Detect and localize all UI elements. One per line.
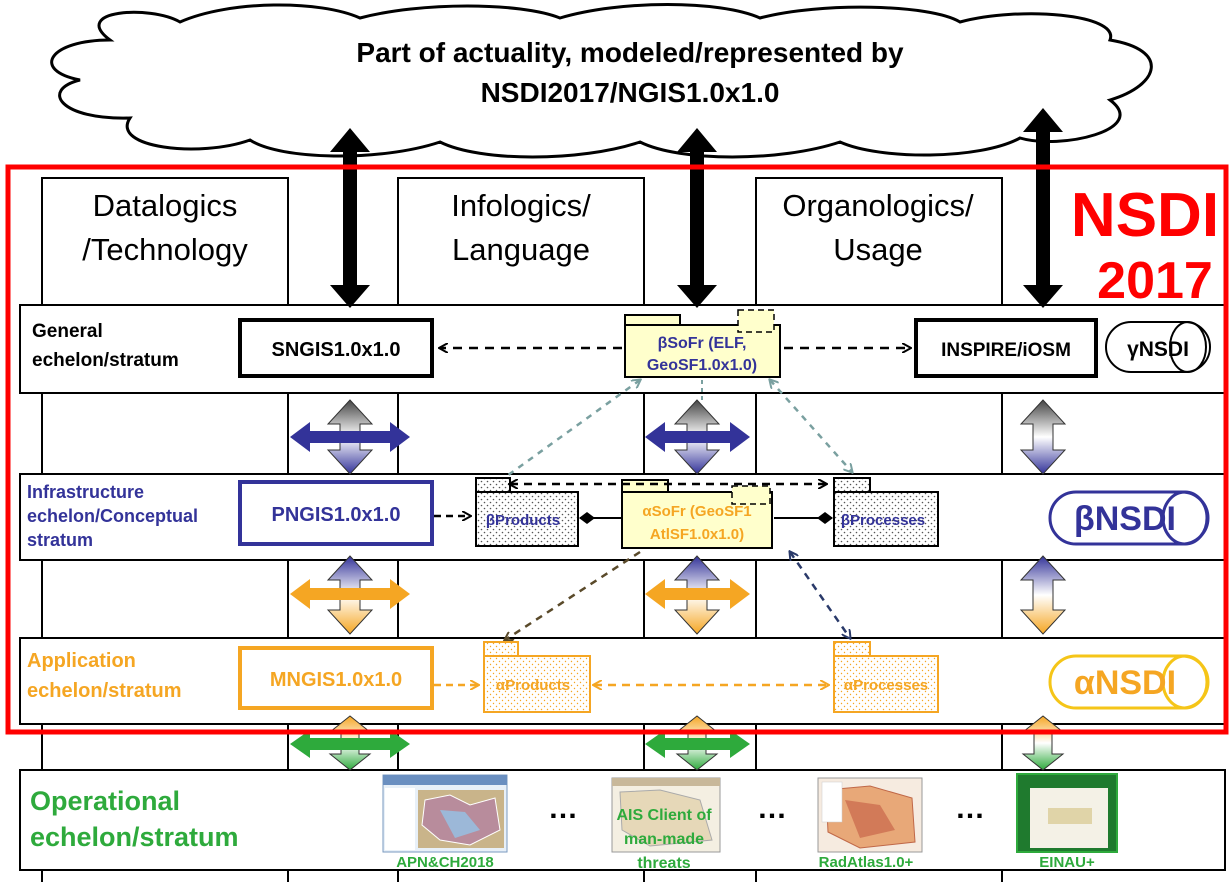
app-label-line1: Application xyxy=(27,650,136,672)
ellipsis-2: … xyxy=(757,792,787,825)
alpha-products-label: αProducts xyxy=(496,677,570,694)
arrow-infra-app-datalogics xyxy=(290,555,410,635)
pngis-box xyxy=(238,480,434,546)
arrow-cloud-infologics xyxy=(677,128,717,308)
beta-products-folder xyxy=(475,477,579,547)
actuality-cloud xyxy=(50,3,1153,159)
alpha-nsdi-badge xyxy=(1048,654,1210,710)
apn-caption: APN&CH2018 xyxy=(396,854,494,871)
einau-thumbnail xyxy=(1016,773,1118,853)
inspire-label: INSPIRE/iOSM xyxy=(941,340,1071,361)
column-datalogics-title: Datalogics xyxy=(93,188,238,223)
gamma-nsdi-label: γNSDI xyxy=(1127,338,1189,361)
arrow-cloud-organologics xyxy=(1023,108,1063,308)
arrow-infra-app-infologics xyxy=(645,555,750,635)
alpha-products-folder xyxy=(483,641,591,713)
pngis-label: PNGIS1.0x1.0 xyxy=(272,504,401,526)
cloud-title-line2: NSDI2017/NGIS1.0x1.0 xyxy=(481,77,780,108)
arrow-general-infra-infologics xyxy=(645,399,750,475)
infra-label-line3: stratum xyxy=(27,530,93,550)
column-datalogics-subtitle: /Technology xyxy=(82,232,248,267)
infra-label-line2: echelon/Conceptual xyxy=(27,506,198,526)
column-infologics-title: Infologics/ xyxy=(451,188,591,223)
arrow-asofr-aproducts xyxy=(505,550,641,640)
alpha-sofr-line1: αSoFr (GeoSF1 xyxy=(642,503,751,520)
alpha-sofr-line2: AtlSF1.0x1.0) xyxy=(650,526,744,543)
beta-sofr-line2: GeoSF1.0x1.0) xyxy=(647,357,757,374)
beta-nsdi-label: βNSDI xyxy=(1074,500,1176,538)
infra-label-line1: Infrastructure xyxy=(27,482,144,502)
beta-processes-folder xyxy=(833,477,939,547)
general-label-line1: General xyxy=(32,321,103,342)
ops-label-line2: echelon/stratum xyxy=(30,822,239,852)
column-organologics-title: Organologics/ xyxy=(782,188,974,223)
arrow-cloud-datalogics xyxy=(330,128,370,308)
nsdi2017-frame xyxy=(5,164,1229,735)
ais-client-thumbnail xyxy=(611,777,721,853)
ais-caption-line1: AIS Client of xyxy=(616,807,712,824)
beta-nsdi-badge xyxy=(1048,490,1210,546)
einau-caption: EINAU+ xyxy=(1039,854,1095,871)
mngis-box xyxy=(238,646,434,710)
nsdi-label-line1: NSDI xyxy=(1071,181,1219,250)
cloud-title-line1: Part of actuality, modeled/represented b… xyxy=(356,37,904,68)
beta-products-label: βProducts xyxy=(486,512,560,529)
stratum-application xyxy=(19,637,1226,725)
sngis-box xyxy=(238,318,434,378)
beta-sofr-folder xyxy=(624,309,781,378)
radatlas-caption: RadAtlas1.0+ xyxy=(819,854,914,871)
alpha-processes-folder xyxy=(833,641,939,713)
ellipsis-3: … xyxy=(955,792,985,825)
alpha-processes-label: αProcesses xyxy=(844,677,928,694)
arrow-asofr-aprocesses xyxy=(790,552,850,638)
arrow-general-infra-datalogics xyxy=(290,399,410,475)
ops-label-line1: Operational xyxy=(30,786,180,816)
apn-screenshot-thumbnail xyxy=(382,774,508,853)
gamma-nsdi-badge xyxy=(1105,321,1211,373)
nsdi-label-line2: 2017 xyxy=(1097,252,1213,310)
radatlas-thumbnail xyxy=(817,777,923,853)
column-infologics-subtitle: Language xyxy=(452,232,590,267)
app-label-line2: echelon/stratum xyxy=(27,680,181,702)
column-organologics-subtitle: Usage xyxy=(833,232,923,267)
beta-sofr-line1: βSoFr (ELF, xyxy=(658,335,747,352)
arrow-sofr-bprocesses xyxy=(770,380,852,472)
sngis-label: SNGIS1.0x1.0 xyxy=(272,339,401,361)
general-label-line2: echelon/stratum xyxy=(32,350,179,371)
ais-caption-line3: threats xyxy=(637,855,690,872)
beta-processes-label: βProcesses xyxy=(841,512,925,529)
mngis-label: MNGIS1.0x1.0 xyxy=(270,669,402,691)
inspire-box xyxy=(914,318,1098,378)
ellipsis-1: … xyxy=(548,792,578,825)
alpha-sofr-folder xyxy=(621,479,773,549)
ais-caption-line2: man-made xyxy=(624,831,704,848)
arrow-general-infra-organologics xyxy=(1019,399,1067,475)
arrow-infra-app-organologics xyxy=(1019,555,1067,635)
alpha-nsdi-label: αNSDI xyxy=(1074,664,1176,702)
